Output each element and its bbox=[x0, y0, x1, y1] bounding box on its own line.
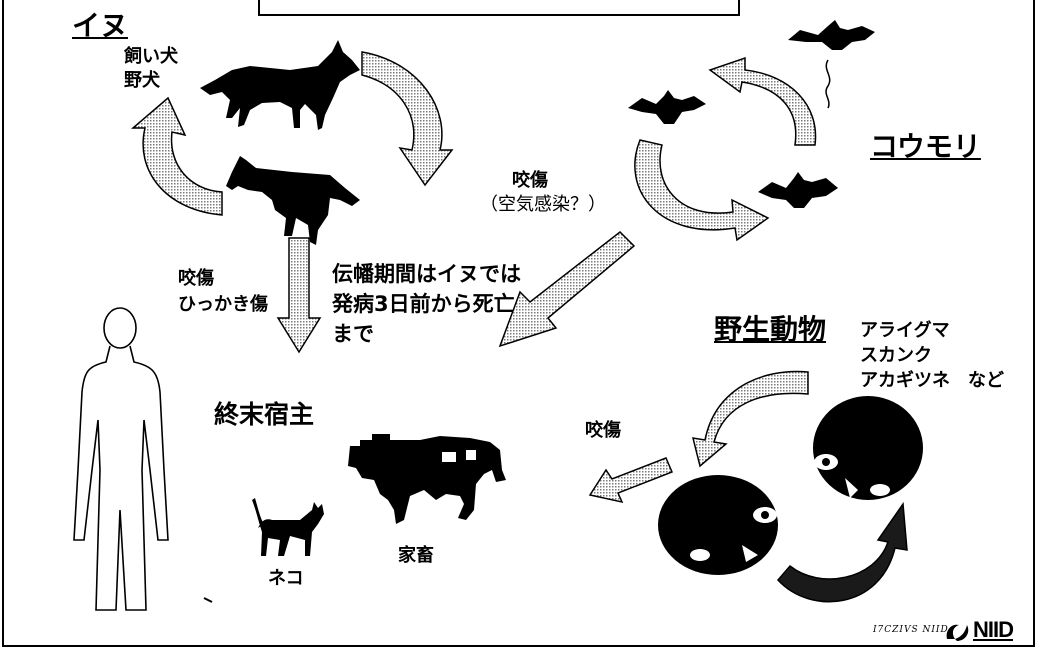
human-icon bbox=[73, 307, 169, 611]
period-note-line2: 発病3日前から死亡 bbox=[332, 292, 515, 316]
dog-icon-top bbox=[200, 40, 360, 130]
livestock-icon bbox=[348, 434, 506, 524]
dog-cycle-arrow-right bbox=[361, 51, 454, 187]
bat-to-human-arrow bbox=[498, 231, 636, 348]
dog-kind-feral: 野犬 bbox=[124, 70, 160, 91]
bat-transmission-bite: 咬傷 bbox=[512, 170, 548, 191]
dog-icon-bottom bbox=[226, 156, 360, 245]
raccoon-icon-top bbox=[813, 396, 923, 500]
bat-wavy-line bbox=[825, 59, 831, 109]
stray-mark bbox=[203, 597, 213, 603]
human-route-bite: 咬傷 bbox=[178, 268, 214, 289]
bat-icon-left bbox=[628, 90, 706, 124]
logo-name: NIID bbox=[973, 617, 1014, 642]
wildlife-species-redfox: アカギツネ など bbox=[860, 370, 1004, 391]
logo-tagline: I7CZIVS NIID bbox=[873, 625, 949, 635]
bat-heading: コウモリ bbox=[870, 130, 981, 163]
dog-cycle-arrow-left bbox=[130, 96, 223, 216]
dog-heading: イヌ bbox=[72, 9, 129, 42]
bat-transmission-airborne: （空気感染？） bbox=[480, 194, 606, 215]
livestock-label: 家畜 bbox=[398, 545, 434, 566]
dead-end-host-label: 終末宿主 bbox=[214, 400, 315, 429]
human-route-scratch: ひっかき傷 bbox=[178, 294, 268, 315]
niid-logo: I7CZIVS NIID NIID bbox=[873, 617, 1033, 645]
cat-icon bbox=[252, 498, 324, 556]
dog-to-human-arrow bbox=[276, 237, 322, 354]
cat-label: ネコ bbox=[268, 568, 304, 589]
bat-icon-right bbox=[758, 172, 838, 208]
bat-icon-top bbox=[788, 20, 875, 50]
wildlife-to-human-arrow bbox=[588, 457, 673, 504]
wildlife-transmission-bite: 咬傷 bbox=[585, 420, 621, 441]
wildlife-species-raccoon: アライグマ bbox=[860, 320, 950, 341]
bat-cycle-arrow-top bbox=[708, 56, 817, 146]
wildlife-species-skunk: スカンク bbox=[860, 345, 932, 366]
bat-cycle-arrow-bottom bbox=[634, 139, 770, 242]
title-box bbox=[258, 0, 740, 16]
wildlife-heading: 野生動物 bbox=[714, 313, 827, 346]
raccoon-icon-bottom bbox=[658, 475, 778, 575]
wildlife-cycle-arrow-bottom bbox=[776, 501, 908, 603]
period-note-line1: 伝幡期間はイヌでは bbox=[332, 262, 521, 286]
wildlife-cycle-arrow-top bbox=[691, 370, 809, 468]
period-note-line3: まで bbox=[332, 322, 374, 346]
niid-mark-icon bbox=[946, 624, 969, 641]
dog-kind-pet: 飼い犬 bbox=[124, 46, 178, 67]
